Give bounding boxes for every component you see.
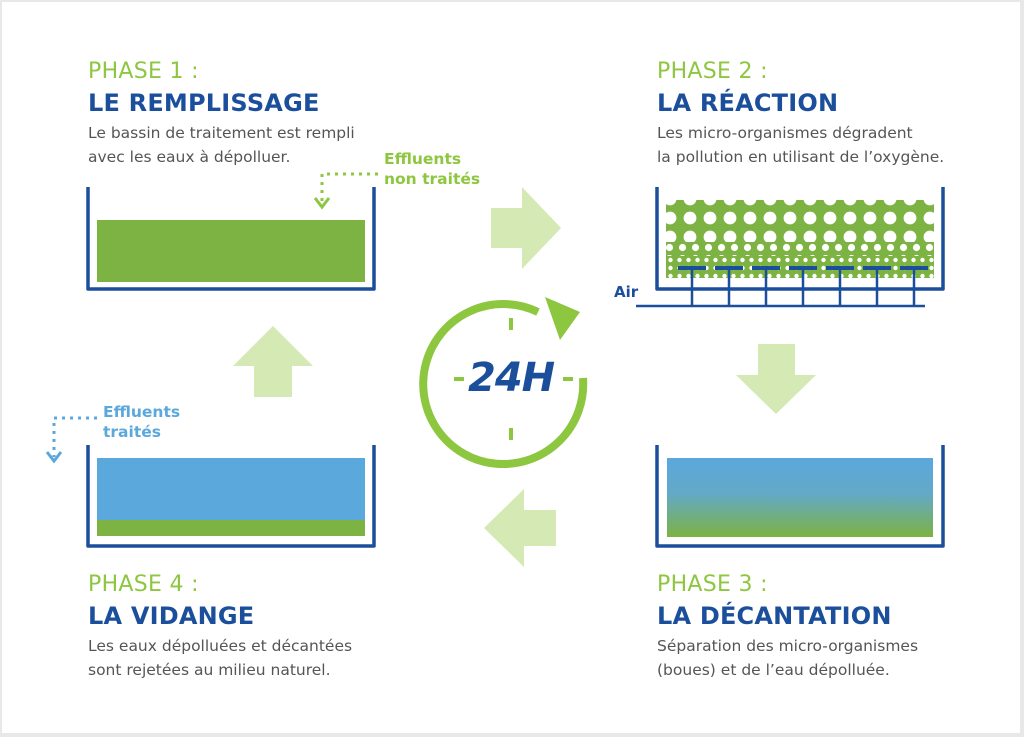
phase-3-description-line-2: (boues) et de l’eau dépolluée. [657, 661, 890, 679]
settling-fill [667, 458, 933, 537]
arrow-up-icon [233, 326, 313, 397]
phase-2-title: LA RÉACTION [657, 89, 839, 117]
phase-3-label: PHASE 3 : [657, 572, 768, 597]
influent-dotted-line [320, 172, 378, 202]
tank-outline [655, 187, 945, 291]
tank-phase-1 [86, 172, 378, 291]
phase-4-title: LA VIDANGE [88, 602, 255, 630]
aeration-diffusers [636, 266, 928, 308]
phase-1-title: LE REMPLISSAGE [88, 89, 320, 117]
phase-1-label: PHASE 1 : [88, 59, 199, 84]
phase-4-description-line-1: Les eaux dépolluées et décantées [88, 637, 353, 655]
arrow-right-icon [491, 187, 561, 269]
phase-2-description-line-1: Les micro-organismes dégradent [657, 124, 913, 142]
arrow-left-icon [484, 489, 556, 567]
effluent-dotted-line [52, 416, 97, 457]
treated-water-fill [97, 458, 365, 521]
effluent-label-line-2: traités [103, 423, 161, 441]
phase-1-description-line-1: Le bassin de traitement est rempli [88, 124, 355, 142]
air-label: Air [614, 283, 639, 301]
phase-2-description-line-2: la pollution en utilisant de l’oxygène. [657, 148, 945, 166]
phase-4-description-line-2: sont rejetées au milieu naturel. [88, 661, 331, 679]
phase-1-description-line-2: avec les eaux à dépolluer. [88, 148, 291, 166]
large-bubbles [666, 200, 934, 242]
clock-ring [419, 300, 588, 469]
chevron-down-icon [45, 451, 63, 464]
phase-3-title: LA DÉCANTATION [657, 602, 892, 630]
cycle-clock [419, 297, 588, 469]
tank-outline [655, 445, 945, 548]
sludge-layer [97, 520, 365, 536]
medium-bubbles [666, 242, 934, 256]
effluent-label-line-1: Effluents [103, 403, 181, 421]
tank-outline [86, 445, 376, 548]
tank-phase-2 [636, 187, 945, 308]
tank-outline [86, 187, 376, 291]
phase-4-label: PHASE 4 : [88, 572, 199, 597]
influent-label-line-2: non traités [384, 170, 481, 188]
influent-label-line-1: Effluents [384, 150, 462, 168]
sludge-fill [97, 220, 365, 282]
tank-phase-3 [655, 445, 945, 548]
chevron-down-icon [313, 197, 331, 210]
clock-arrow-head [545, 297, 580, 340]
cycle-duration-label: 24H [468, 355, 555, 401]
arrow-down-icon [736, 344, 816, 414]
phase-3-description-line-1: Séparation des micro-organismes [657, 637, 919, 655]
phase-2-label: PHASE 2 : [657, 59, 768, 84]
tank-phase-4 [45, 416, 376, 548]
